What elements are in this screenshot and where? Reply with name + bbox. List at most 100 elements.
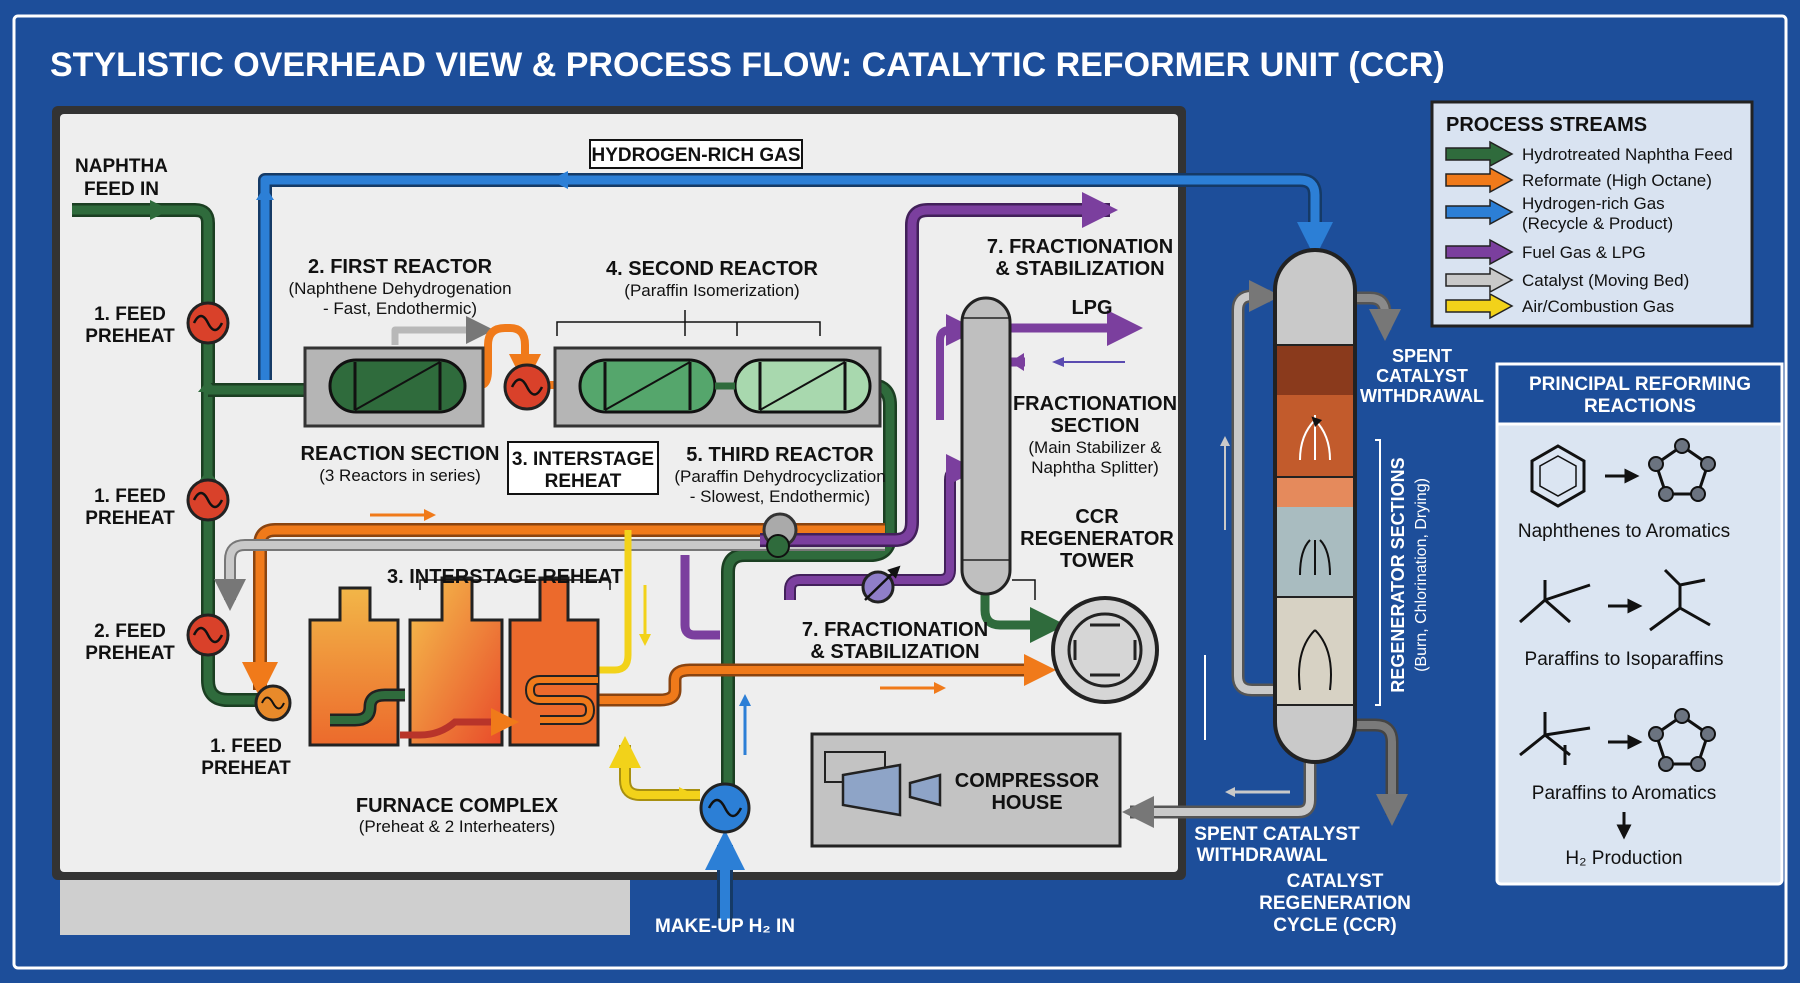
interstage-reheat-furnace-label: 3. INTERSTAGE REHEAT (387, 566, 623, 588)
legend-item-label: Catalyst (Moving Bed) (1522, 271, 1689, 290)
lpg-label: LPG (1071, 297, 1112, 319)
feed-preheat-exchanger-4 (254, 684, 292, 722)
ccr-regenerator-drum (1051, 596, 1159, 704)
legend-item-label: Air/Combustion Gas (1522, 297, 1674, 316)
compressor-house-line2: HOUSE (991, 792, 1062, 814)
catalyst-regen-cycle-line3: CYCLE (CCR) (1273, 915, 1397, 936)
reactions-title-line2: REACTIONS (1584, 396, 1696, 417)
naphtha-feed-label-1: NAPHTHA (75, 156, 168, 177)
furnace-coil-2 (400, 708, 519, 739)
feed-preheat-1b-line2: PREHEAT (85, 508, 175, 529)
legend-item: Hydrotreated Naphtha Feed (1445, 140, 1733, 168)
spent-catalyst-indicator-head (1225, 787, 1235, 797)
second-reactor-title: 4. SECOND REACTOR (606, 258, 818, 280)
reaction-section-sub: (3 Reactors in series) (319, 466, 481, 485)
fractionation-section-sub-1: (Main Stabilizer & (1028, 438, 1162, 457)
valve-junction (762, 512, 798, 558)
third-reactor-title: 5. THIRD REACTOR (686, 444, 874, 466)
legend-item-label: Fuel Gas & LPG (1522, 243, 1646, 262)
regenerator-sections-bracket (1375, 439, 1381, 706)
page-title: STYLISTIC OVERHEAD VIEW & PROCESS FLOW: … (50, 46, 1445, 84)
naphtha-feed-label-2: FEED IN (84, 179, 159, 200)
third-reactor (733, 358, 872, 414)
h2-production-label: H₂ Production (1565, 848, 1682, 869)
furnace-interheater-1 (408, 576, 504, 747)
third-reactor-sub-1: (Paraffin Dehydrocyclization (674, 467, 885, 486)
interstage-reheat-box (507, 441, 659, 495)
reaction-section-title: REACTION SECTION (301, 443, 500, 465)
ccr-regen-tower-line3: TOWER (1060, 550, 1135, 572)
furnace-complex-sub: (Preheat & 2 Interheaters) (359, 817, 556, 836)
ccr-regen-tower-line1: CCR (1075, 506, 1119, 528)
reactions-title-line1: PRINCIPAL REFORMING (1529, 374, 1751, 395)
reaction-1-label: Naphthenes to Aromatics (1518, 521, 1730, 542)
interstage-reheat-box-line2: REHEAT (545, 471, 622, 492)
reactor3-outlet-line (723, 380, 895, 800)
catalyst-regen-cycle-line1: CATALYST (1287, 871, 1384, 892)
legend-swatch-arrow (1445, 238, 1514, 266)
hydrogen-up-arrow (256, 186, 274, 200)
hydrogen-rich-gas-label: HYDROGEN-RICH GAS (591, 145, 800, 166)
legend-swatch-arrow (1445, 292, 1514, 320)
fractionation-column (960, 296, 1012, 596)
paraffin-molecule (1519, 580, 1591, 624)
legend-item: Hydrogen-rich Gas(Recycle & Product) (1445, 194, 1673, 233)
legend-item-label: (Recycle & Product) (1522, 214, 1673, 233)
bracket-ticks (684, 322, 738, 336)
compressor-house-line1: COMPRESSOR (955, 770, 1100, 792)
feed-preheat-1b-line1: 1. FEED (94, 486, 166, 507)
naphtha-feed-line (72, 205, 260, 705)
interstage-reheat-bracket (419, 579, 611, 590)
interstage-reheat-box-line1: 3. INTERSTAGE (512, 449, 654, 470)
spent-catalyst-return-line (1122, 760, 1314, 828)
spent-catalyst-top-line2: CATALYST (1376, 366, 1468, 386)
feed-preheat-1a-line2: PREHEAT (85, 326, 175, 347)
spent-catalyst-top-line3: WITHDRAWAL (1360, 386, 1484, 406)
spent-bottom-line (1355, 721, 1408, 826)
feed-preheat-1a-line1: 1. FEED (94, 304, 166, 325)
second-reactor-bracket (556, 310, 821, 336)
legend-swatch-arrow (1445, 198, 1514, 226)
fractionation-top-line2: & STABILIZATION (995, 258, 1164, 280)
purple-to-column-line (936, 314, 978, 420)
reaction-3-label: Paraffins to Aromatics (1532, 783, 1716, 804)
regenerator-sections-label: REGENERATOR SECTIONS (1388, 457, 1408, 692)
makeup-h2-exchanger (699, 782, 751, 834)
compressor-house (810, 732, 1122, 848)
ccr-regen-tower-line2: REGENERATOR (1020, 528, 1174, 550)
second-reactor (578, 358, 717, 414)
reflux-indicator-head (1052, 357, 1064, 367)
catalyst-regen-cycle-line2: REGENERATION (1259, 893, 1411, 914)
fractionation-section-sub-2: Naphtha Splitter) (1031, 458, 1159, 477)
feed-preheat-2-line1: 2. FEED (94, 621, 166, 642)
hydrogen-rich-gas-line (260, 175, 1333, 380)
third-reactor-sub-2: - Slowest, Endothermic) (690, 487, 870, 506)
catalyst-lift-outline (1231, 289, 1275, 697)
aromatic-molecule-2 (1648, 708, 1716, 772)
spent-catalyst-bottom-line1: SPENT CATALYST (1194, 824, 1360, 845)
aromatic-molecule-1 (1648, 438, 1716, 502)
legend-item: Catalyst (Moving Bed) (1445, 266, 1689, 294)
catalyst-loop-line (214, 541, 885, 611)
feed-preheat-1c-line2: PREHEAT (201, 758, 291, 779)
feed-up-arrows (198, 380, 218, 482)
interstage-reheat-exchanger (503, 363, 551, 411)
feed-preheat-exchanger-3 (186, 613, 230, 657)
hydrogen-rich-gas-box (589, 139, 803, 169)
purple-stabilizer-line (786, 454, 978, 600)
legend-item-label: Reformate (High Octane) (1522, 171, 1712, 190)
fractionation-top-line1: 7. FRACTIONATION (987, 236, 1173, 258)
naphtha-feed-arrow (150, 200, 170, 220)
makeup-h2-label: MAKE-UP H₂ IN (655, 916, 795, 937)
legend-swatch-arrow (1445, 266, 1514, 294)
feed-preheat-1c-line1: 1. FEED (210, 736, 282, 757)
fractionation-section-line2: SECTION (1051, 415, 1140, 437)
catalyst-lift-line (1234, 280, 1281, 694)
fractionation-lower-line2: & STABILIZATION (810, 641, 979, 663)
legend-item-label: Hydrogen-rich Gas (1522, 194, 1665, 213)
first-reactor-sub-2: - Fast, Endothermic) (323, 299, 477, 318)
reformate-to-interstage (465, 324, 541, 389)
process-streams-legend: PROCESS STREAMS Hydrotreated Naphtha Fee… (1430, 100, 1754, 328)
